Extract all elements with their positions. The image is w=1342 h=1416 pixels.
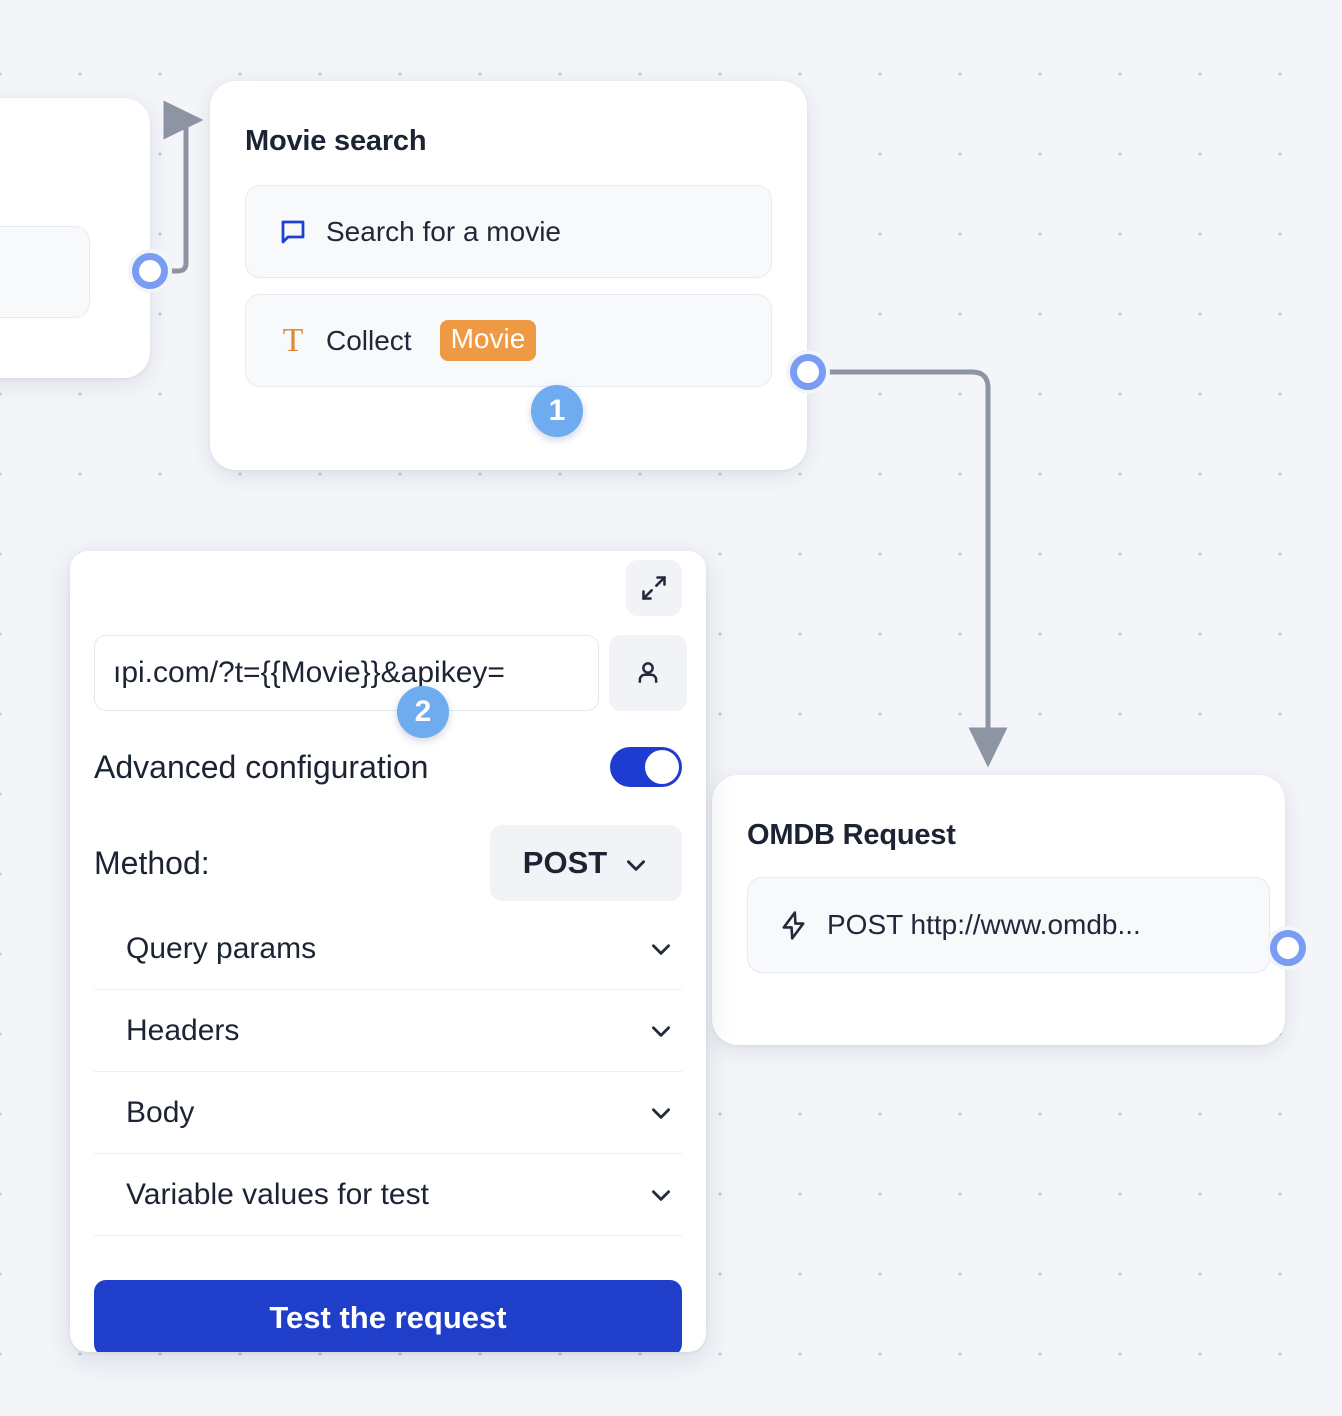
chevron-down-icon [648,936,674,962]
accordion-item-variable-values-for-test[interactable]: Variable values for test [94,1154,682,1236]
omdb-request-node[interactable]: OMDB Request POST http://www.omdb... [712,775,1285,1045]
chevron-down-icon [648,1100,674,1126]
connector-dot-omdb-request[interactable] [1266,926,1310,970]
user-icon[interactable] [609,635,687,711]
method-label: Method: [94,844,210,881]
config-accordion: Query params Headers Body Variable value… [94,908,682,1236]
speech-bubble-icon [278,217,308,247]
chevron-down-icon [648,1182,674,1208]
test-the-request-button[interactable]: Test the request [94,1280,682,1352]
movie-search-title: Movie search [245,125,427,157]
expand-diagonal-icon[interactable] [626,560,682,616]
omdb-request-row-label: POST http://www.omdb... [827,909,1141,940]
url-row [94,635,687,711]
step-badge-1: 1 [531,385,583,437]
movie-search-row-label: Search for a movie [326,215,561,247]
method-select[interactable]: POST [490,825,682,901]
accordion-item-body[interactable]: Body [94,1072,682,1154]
omdb-request-row[interactable]: POST http://www.omdb... [747,877,1270,973]
omdb-request-title: OMDB Request [747,819,956,851]
edge-movie-to-omdb [827,369,1008,768]
accordion-item-headers[interactable]: Headers [94,990,682,1072]
accordion-item-query-params[interactable]: Query params [94,908,682,990]
partial-node-row[interactable] [0,226,90,318]
movie-search-node[interactable]: Movie search Search for a movie T Collec… [210,81,807,470]
advanced-configuration-label: Advanced configuration [94,748,429,785]
movie-search-row-search[interactable]: Search for a movie [245,185,772,278]
advanced-configuration-toggle[interactable] [610,747,682,787]
chevron-down-icon [623,850,649,876]
accordion-label: Query params [126,931,317,965]
edge-left-to-movie [163,100,204,274]
connector-dot-left-node[interactable] [128,249,172,293]
variable-chip-movie[interactable]: Movie [439,320,537,361]
partial-node-card[interactable] [0,98,150,378]
chevron-down-icon [648,1018,674,1044]
movie-search-row-collect[interactable]: T Collect Movie [245,294,772,387]
method-row: Method: POST [94,825,682,901]
request-url-input[interactable] [94,635,599,711]
request-config-panel[interactable]: Advanced configuration Method: POST Quer… [70,551,706,1352]
lightning-bolt-icon [778,910,809,941]
collect-label: Collect [326,324,412,356]
advanced-configuration-row: Advanced configuration [94,747,682,787]
step-badge-2: 2 [397,686,449,738]
accordion-label: Body [126,1095,195,1129]
connector-dot-movie-search[interactable] [786,350,830,394]
accordion-label: Headers [126,1013,240,1047]
text-t-icon: T [282,321,304,359]
method-value: POST [522,845,608,880]
accordion-label: Variable values for test [126,1177,429,1211]
